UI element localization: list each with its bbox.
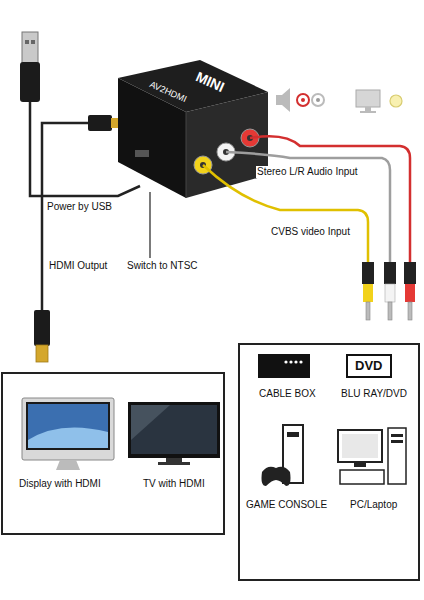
callout-label: CVBS video Input xyxy=(270,226,351,238)
callout-label: Stereo L/R Audio Input xyxy=(256,166,359,178)
node-text: GAME CONSOLE xyxy=(246,499,327,511)
dvd-logo-box: DVD xyxy=(346,354,392,378)
callout-label: HDMI Output xyxy=(48,260,108,272)
node-text: AV2HDMI xyxy=(148,79,188,105)
callout-label: Power by USB xyxy=(46,201,113,213)
leader-line xyxy=(149,192,150,258)
rca-cables xyxy=(203,136,410,262)
callout-label: Switch to NTSC xyxy=(126,260,199,272)
rca-plugs xyxy=(362,262,416,320)
display-panel: Display with HDMI TV with HDMI xyxy=(1,372,225,535)
node-text: BLU RAY/DVD xyxy=(341,388,407,400)
node-text: PC/Laptop xyxy=(350,499,397,511)
hdmi-cable xyxy=(34,115,120,362)
node-text: TV with HDMI xyxy=(143,478,205,490)
node-text: MINI xyxy=(193,68,227,95)
display-icons xyxy=(22,398,220,470)
node-text: DVD xyxy=(355,358,382,374)
node-text: CABLE BOX xyxy=(259,388,316,400)
converter-box xyxy=(118,60,268,198)
signal-icons xyxy=(276,88,402,113)
converter-device: MINIAV2HDMI xyxy=(118,55,270,200)
source-panel: CABLE BOX BLU RAY/DVD GAME CONSOLE PC/Lapto… xyxy=(238,343,420,581)
node-text: Display with HDMI xyxy=(19,478,101,490)
source-icons xyxy=(258,354,406,486)
